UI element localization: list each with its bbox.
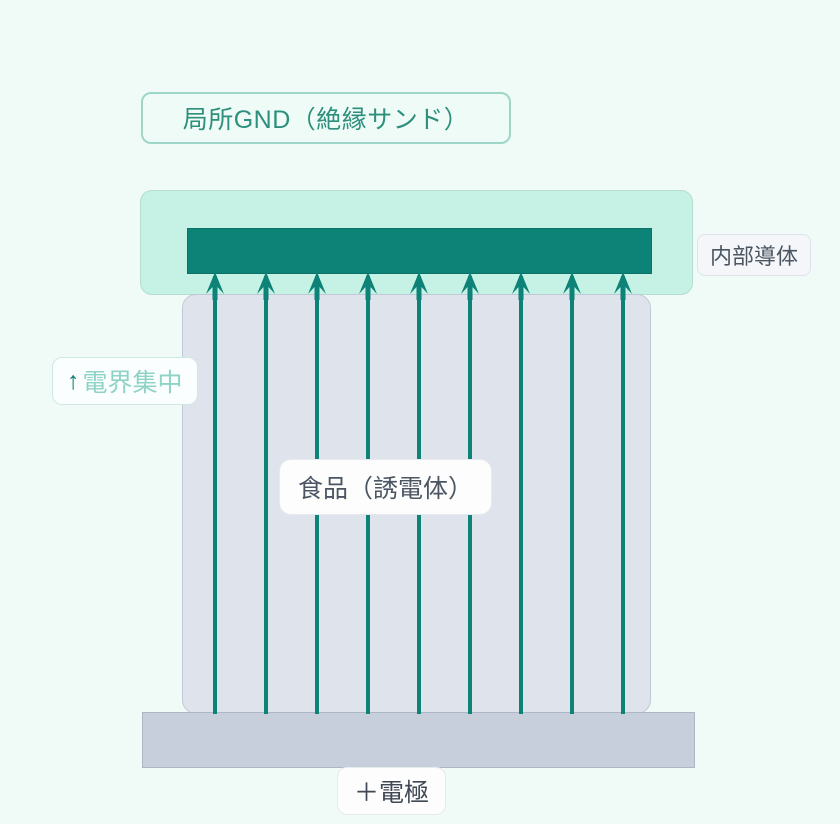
gnd-title-label: 局所GND（絶縁サンド） <box>182 106 470 134</box>
food-label-text: 食品（誘電体） <box>298 475 474 503</box>
electrode-label: ＋電極 <box>337 767 447 815</box>
inner-conductor-label-text: 内部導体 <box>710 244 799 269</box>
field-concentration-label-text: 電界集中 <box>82 369 183 397</box>
field-concentration-label: ↑ 電界集中 <box>52 357 198 405</box>
gnd-title-pill: 局所GND（絶縁サンド） <box>141 92 511 144</box>
inner-conductor-label: 内部導体 <box>697 234 812 276</box>
food-label: 食品（誘電体） <box>279 459 493 515</box>
up-arrow-icon: ↑ <box>67 366 80 395</box>
electrode-plate <box>142 712 695 768</box>
electrode-label-text: ＋電極 <box>354 779 430 807</box>
inner-conductor-bar <box>187 228 652 274</box>
